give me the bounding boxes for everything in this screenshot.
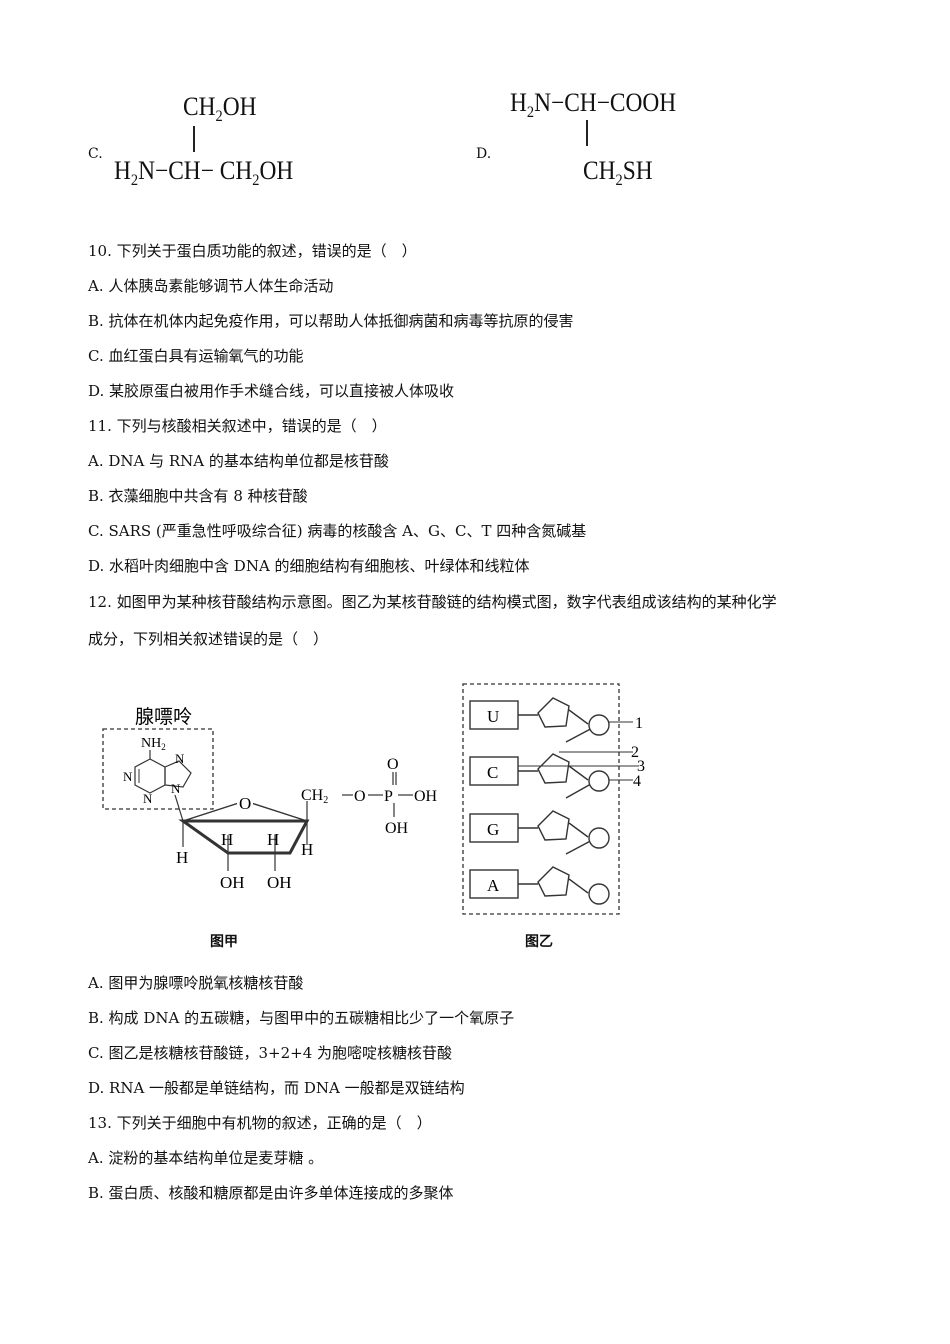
- label-2: 2: [631, 744, 639, 761]
- q12-option-a: A. 图甲为腺嘌呤脱氧核糖核苷酸: [88, 974, 304, 992]
- q13-option-a: A. 淀粉的基本结构单位是麦芽糖 。: [88, 1149, 324, 1167]
- chain-dashed-box: [462, 683, 620, 915]
- q12-stem-line1: 12. 如图甲为某种核苷酸结构示意图。图乙为某核苷酸链的结构模式图，数字代表组成…: [88, 593, 777, 611]
- ch2oh-top: CH2OH: [183, 92, 257, 126]
- figure-a-nucleotide: 腺嘌呤 NH2 N N N N O H H OH H OH H CH2 O P …: [102, 706, 438, 892]
- q10-option-b: B. 抗体在机体内起免疫作用，可以帮助人体抵御病菌和病毒等抗原的侵害: [88, 312, 574, 330]
- adenine-dashed-box: [102, 728, 214, 810]
- q11-option-b: B. 衣藻细胞中共含有 8 种核苷酸: [88, 487, 308, 505]
- q12-option-b: B. 构成 DNA 的五碳糖，与图甲中的五碳糖相比少了一个氧原子: [88, 1009, 515, 1027]
- q10-option-c: C. 血红蛋白具有运输氧气的功能: [88, 347, 304, 365]
- h-c3: H: [267, 830, 279, 849]
- option-c-label: C.: [88, 146, 103, 162]
- phosphorus-label: P: [384, 788, 393, 805]
- ring-n3: N: [175, 751, 185, 766]
- label-3: 3: [637, 758, 645, 775]
- q11-stem: 11. 下列与核酸相关叙述中，错误的是（ ）: [88, 417, 387, 435]
- q10-option-d: D. 某胶原蛋白被用作手术缝合线，可以直接被人体吸收: [88, 382, 455, 400]
- ch2-label: CH2: [301, 787, 328, 806]
- nh2-label: NH2: [141, 736, 166, 752]
- phosphate-oh-bottom: OH: [385, 820, 409, 837]
- label-1: 1: [635, 715, 643, 732]
- ring-n4: N: [171, 781, 181, 796]
- double-bond-oxygen: O: [387, 756, 399, 773]
- base-a: A: [487, 876, 500, 895]
- oh-c2: OH: [220, 873, 245, 892]
- ring-n1: N: [123, 769, 133, 784]
- ring-oxygen: O: [239, 794, 251, 813]
- figure-b-nucleotide-chain: U C G A 1 2 3 4: [462, 683, 645, 915]
- base-c: C: [487, 763, 498, 782]
- h-c2: H: [221, 830, 233, 849]
- q11-option-a: A. DNA 与 RNA 的基本结构单位都是核苷酸: [88, 452, 389, 470]
- q13-stem: 13. 下列关于细胞中有机物的叙述，正确的是（ ）: [88, 1114, 432, 1132]
- base-u: U: [487, 707, 499, 726]
- q13-option-b: B. 蛋白质、核酸和糖原都是由许多单体连接成的多聚体: [88, 1184, 454, 1202]
- q11-option-d: D. 水稻叶肉细胞中含 DNA 的细胞结构有细胞核、叶绿体和线粒体: [88, 557, 530, 575]
- ring-n2: N: [143, 791, 153, 806]
- h-c4: H: [301, 840, 313, 859]
- q12-option-d: D. RNA 一般都是单链结构，而 DNA 一般都是双链结构: [88, 1079, 465, 1097]
- adenine-label: 腺嘌呤: [135, 706, 192, 728]
- option-d-label: D.: [476, 146, 492, 162]
- q10-stem: 10. 下列关于蛋白质功能的叙述，错误的是（ ）: [88, 242, 417, 260]
- q11-option-c: C. SARS (严重急性呼吸综合征) 病毒的核酸含 A、G、C、T 四种含氮碱…: [88, 522, 587, 540]
- label-4: 4: [633, 773, 641, 790]
- ch2sh-bottom: CH2SH: [583, 156, 653, 190]
- c-main-chain: H2N−CH− CH2OH: [114, 156, 294, 190]
- phosphate-oh-right: OH: [414, 788, 438, 805]
- d-main-chain: H2N−CH−COOH: [510, 88, 677, 122]
- figure-b-caption: 图乙: [525, 934, 553, 950]
- h-c1: H: [176, 848, 188, 867]
- q12-option-c: C. 图乙是核糖核苷酸链，3+2+4 为胞嘧啶核糖核苷酸: [88, 1044, 453, 1062]
- base-g: G: [487, 820, 499, 839]
- bridge-oxygen: O: [354, 788, 366, 805]
- q10-option-a: A. 人体胰岛素能够调节人体生命活动: [88, 277, 334, 295]
- q12-stem-line2: 成分，下列相关叙述错误的是（ ）: [88, 630, 329, 648]
- figure-a-caption: 图甲: [210, 934, 238, 950]
- oh-c3: OH: [267, 873, 292, 892]
